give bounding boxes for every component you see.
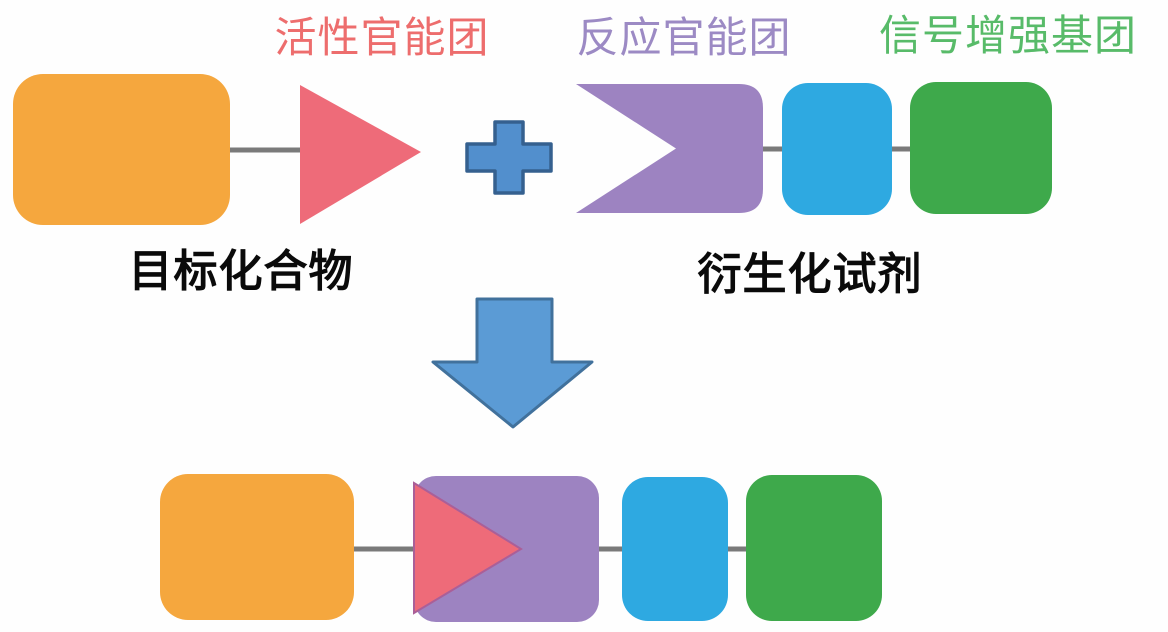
derivatization-reagent-label: 衍生化试剂 [697,250,923,299]
target-core-block [13,74,230,225]
target-core-block [160,474,354,620]
active-group-triangle [300,85,421,224]
bottom-row-product [160,474,882,622]
linker-block [782,83,892,215]
legend-active-functional-group: 活性官能团 [274,14,490,61]
linker-block [622,477,728,621]
legend-reactive-functional-group: 反应官能团 [576,14,792,61]
legend-signal-enhancement-group: 信号增强基团 [878,12,1138,59]
signal-group-block [746,475,882,621]
reaction-down-arrow-icon [431,297,594,429]
top-row-derivatization-reagent [576,82,1052,215]
plus-icon [465,120,553,195]
signal-group-block [910,82,1052,214]
reactive-group-chevron-block [576,84,763,213]
docked-active-group-triangle [413,481,523,615]
target-compound-label: 目标化合物 [128,247,354,296]
top-row-target-compound [13,74,421,225]
